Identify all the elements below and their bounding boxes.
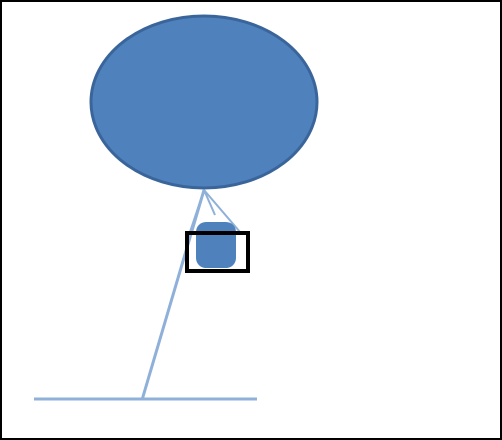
balloon-ellipse	[89, 14, 319, 190]
suspension-line-right	[203, 189, 241, 233]
camera-box	[185, 222, 250, 273]
camera-frame	[185, 231, 250, 273]
suspension-line-center	[203, 189, 216, 216]
camera-body	[196, 222, 236, 268]
tether-line	[140, 189, 206, 401]
